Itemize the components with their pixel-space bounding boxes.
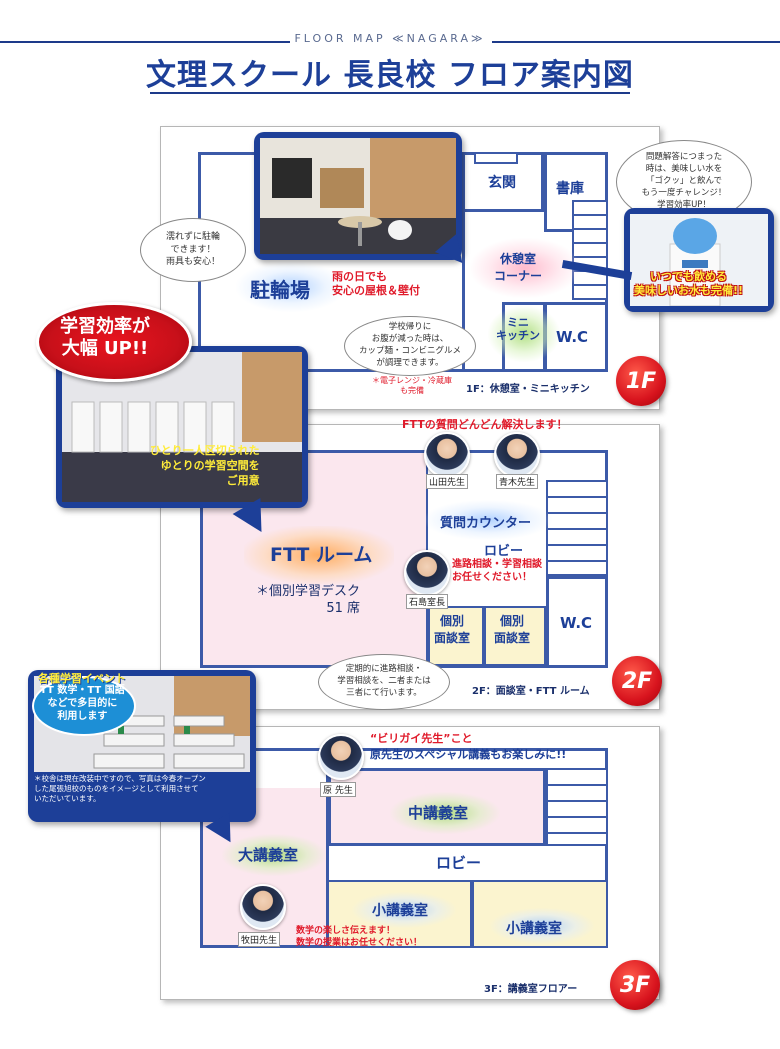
floor2-burst-text: 学習効率が 大幅 UP!! (60, 316, 150, 359)
floor1-lounge-glow (470, 238, 580, 298)
floor3-makita-avatar (240, 884, 286, 930)
floor2-interview2-fill (484, 606, 546, 666)
floor1-kitchen-label: ミニ キッチン (496, 316, 540, 343)
floor1-water-photo: いつでも飲める 美味しいお水も完備!! (624, 208, 774, 312)
floor1-kitchen-bubble: 学校帰りに お腹が減った時は、 カップ麺・コンビニグルメ が調理できます。 (344, 316, 476, 376)
floor2-teacher2-name: 青木先生 (496, 474, 539, 489)
floor2-principal-avatar (404, 550, 450, 596)
floor3-makita-note: 数学の楽しさ伝えます！ 数学の授業はお任せください！ (296, 926, 423, 948)
floor1-bicycle-glow (236, 262, 346, 312)
floor2-wc-label: W.C (560, 614, 593, 632)
floor1-water-caption: いつでも飲める 美味しいお水も完備!! (634, 270, 744, 298)
floor1-bicycle-note: 雨の日でも 安心の屋根＆壁付 (332, 270, 420, 298)
floor1-door (474, 152, 518, 164)
floor3-lobby-label: ロビー (436, 854, 482, 872)
floor2-interview2-label: 個別 面談室 (494, 614, 531, 645)
floor2-teacher1-name: 山田先生 (426, 474, 469, 489)
header-rule-right (492, 41, 780, 43)
floor3-photo-note: ＊校舎は現在改装中ですので、写真は今春オープン した尾張旭校のものをイメージとし… (34, 774, 206, 804)
floor2-burst (36, 302, 192, 382)
floor2-stairs (546, 480, 608, 576)
floor2-teacher2-avatar (494, 432, 540, 478)
floor3-small2-glow (490, 908, 594, 944)
floor1-kitchen-glow (488, 306, 560, 362)
floor3-mid-label: 中講義室 (408, 804, 469, 822)
floor1-caption: 1F：休憩室・ミニキッチン (466, 384, 590, 395)
floor2-desk-note: ＊個別学習デスク 51 席 (256, 584, 361, 616)
floor3-stairs (546, 768, 608, 846)
title-divider (150, 92, 630, 94)
floor3-hara-avatar (318, 734, 364, 780)
floor1-stairs (572, 200, 608, 300)
lounge-photo-image (260, 138, 456, 254)
floor2-teacher1-avatar (424, 432, 470, 478)
floor3-makita-name: 牧田先生 (238, 932, 281, 947)
floor2-interview-bubble: 定期的に進路相談・ 学習相談を、二者または 三者にて行います。 (318, 654, 450, 710)
floor2-caption: 2F：面談室・FTT ルーム (472, 686, 590, 697)
floor3-mid-glow (390, 792, 500, 834)
floor3-badge: 3F (610, 960, 660, 1010)
floor2-counter-glow (424, 500, 552, 540)
floor3-divider (326, 768, 329, 948)
floor2-ftt-header: FTTの質問どんどん解決します！ (402, 418, 568, 431)
floor1-library-label: 書庫 (556, 181, 584, 197)
floor1-lounge-label: 休憩室 コーナー (494, 252, 543, 283)
floor3-large-label: 大講義室 (238, 846, 299, 864)
floor2-wc-room (546, 576, 608, 668)
floor2-principal-name: 石島室長 (406, 594, 449, 609)
floor2-counter-label: 質問カウンター (440, 516, 532, 531)
floor2-ftt-glow (244, 526, 394, 584)
floor3-large-glow (222, 834, 326, 876)
floor1-lounge-photo (254, 132, 462, 260)
floor2-interview1-label: 個別 面談室 (434, 614, 471, 645)
floor3-event-photo: 各種学習イベント TT 数学・TT 国語 などで多目的に 利用します ＊校舎は現… (28, 670, 256, 822)
floor1-entrance-label: 玄関 (488, 175, 516, 191)
floor3-event-badge (32, 676, 136, 736)
floor2-interview1-fill (428, 606, 484, 666)
floor3-small1-glow (352, 892, 456, 928)
floor3-caption: 3F：講義室フロアー (484, 984, 578, 995)
water-server-image (630, 214, 768, 306)
floor1-bicycle-label: 駐輪場 (250, 278, 310, 302)
floor3-event-title: 各種学習イベント (38, 672, 126, 685)
floor2-callout-text: ひとり一人区切られた ゆとりの学習空間を ご用意 (150, 444, 260, 487)
floor3-mid-room (328, 768, 546, 846)
floor3-special-text: 原先生のスペシャル講義もお楽しみに!! (370, 748, 567, 761)
floor1-kitchen-note: ＊電子レンジ・冷蔵庫 も完備 (372, 376, 452, 395)
floor2-ftt-label: FTT ルーム (270, 544, 373, 566)
floor3-small2-label: 小講義室 (506, 921, 562, 937)
floor1-bike-bubble: 濡れずに駐輪 できます！ 雨具も安心！ (140, 218, 246, 282)
floor2-lobby-label: ロビー (484, 544, 524, 559)
floor3-special-title: “ビリガイ先生”こと (370, 732, 473, 745)
header-rule-left (0, 41, 290, 43)
page-title: 文理スクール 長良校 フロア案内図 (146, 58, 634, 93)
floor3-event-text: TT 数学・TT 国語 などで多目的に 利用します (40, 685, 125, 722)
floor2-badge: 2F (612, 656, 662, 706)
header-subtitle: FLOOR MAP ≪NAGARA≫ (294, 32, 486, 45)
floor1-badge: 1F (616, 356, 666, 406)
floor3-hara-name: 原 先生 (320, 782, 356, 797)
floor1-wc-label: W.C (556, 328, 589, 346)
floor3-small1-label: 小講義室 (372, 903, 428, 919)
floor2-principal-note: 進路相談・学習相談 お任せください！ (452, 559, 542, 583)
